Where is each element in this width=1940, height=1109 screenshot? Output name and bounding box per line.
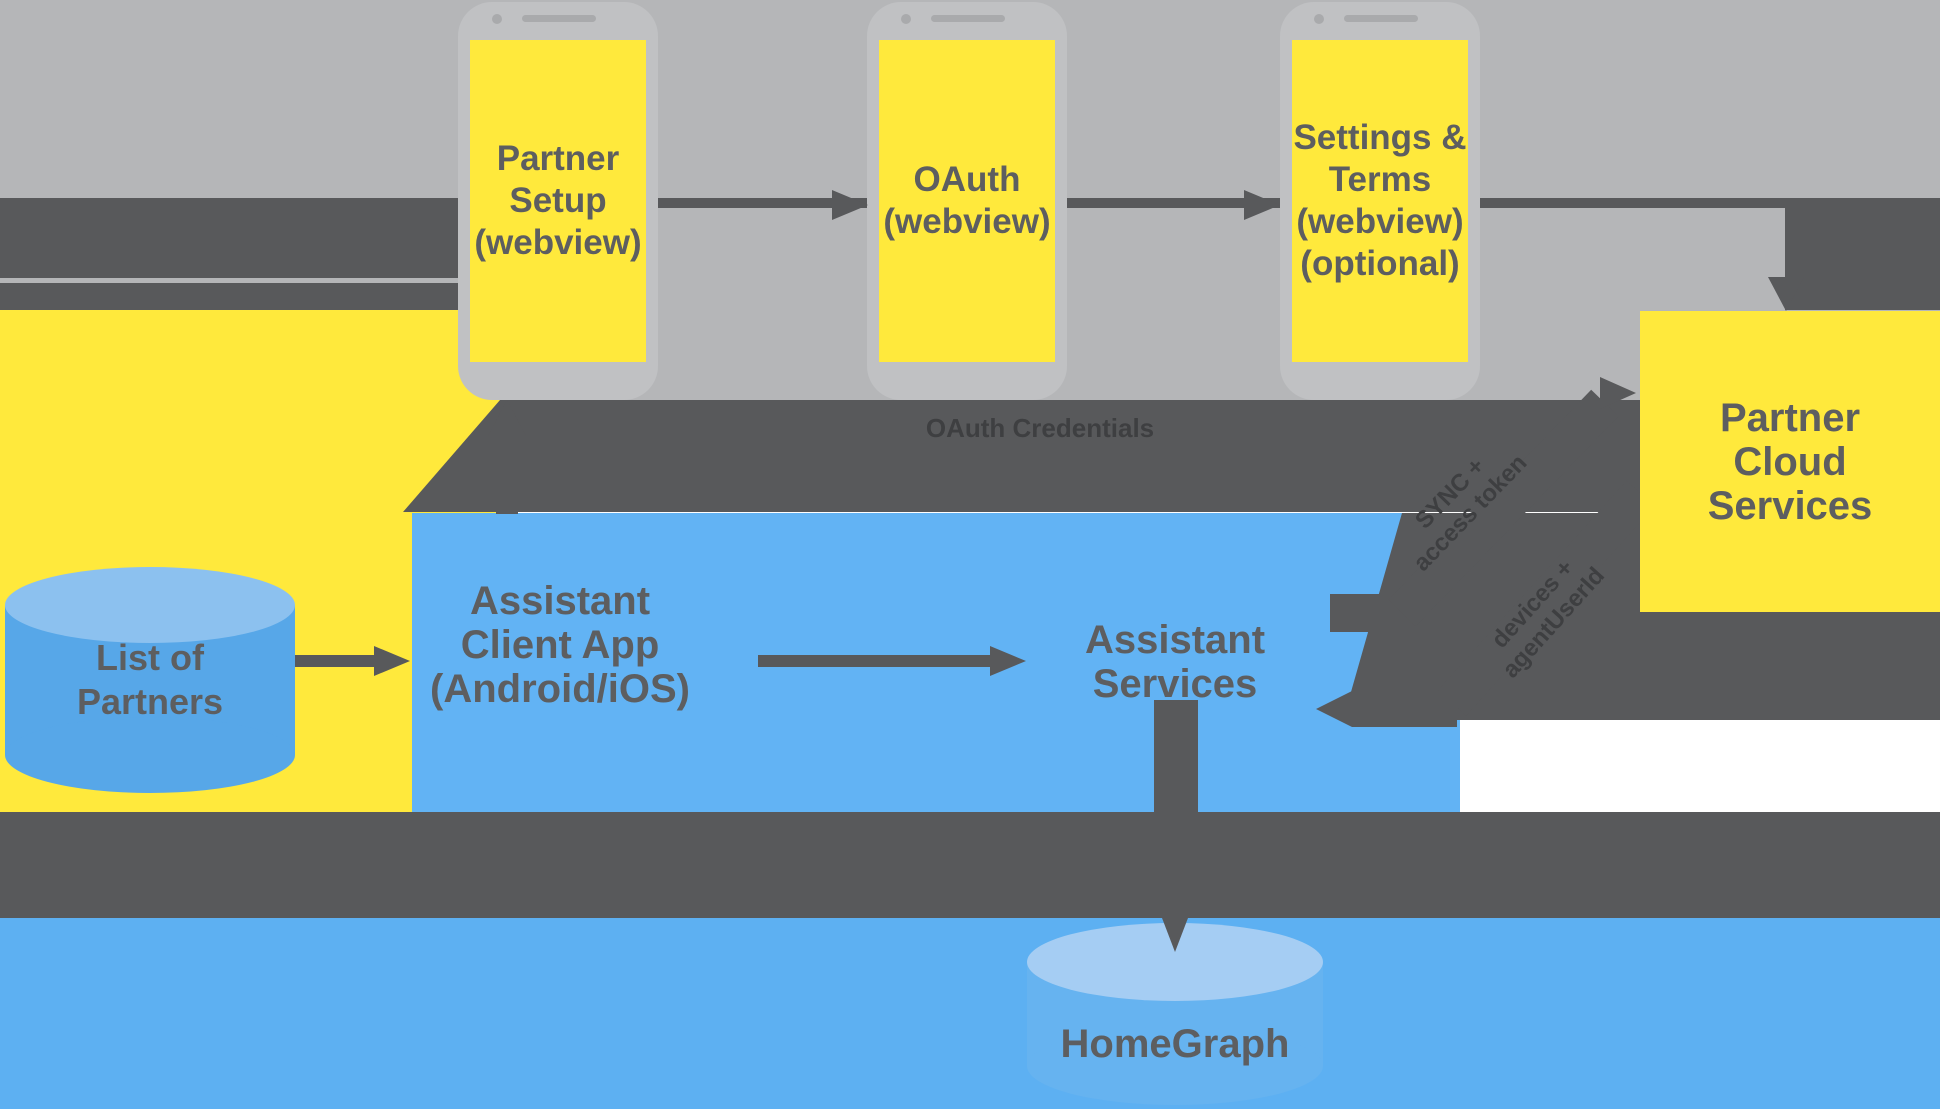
camera-icon	[492, 14, 502, 24]
partner-cloud-line2: Cloud	[1733, 439, 1847, 484]
partner-cloud-line3: Services	[1707, 483, 1873, 528]
partner-cloud-line1: Partner	[1719, 395, 1861, 440]
settings-terms-line3: (webview)	[1296, 202, 1464, 241]
assistant-client-line3: (Android/iOS)	[430, 667, 690, 711]
bottom-dark-band	[0, 812, 1940, 918]
phone-settings-terms: Settings & Terms (webview) (optional)	[1280, 2, 1480, 400]
settings-terms-line2: Terms	[1328, 160, 1432, 199]
down-arrow-into-partner-cloud	[1768, 277, 1804, 311]
list-of-partners-label[interactable]: List of Partners	[25, 632, 275, 728]
client-to-services-line	[758, 655, 990, 667]
oauth-credentials-ribbon	[403, 400, 1640, 512]
oauth-webview[interactable]: OAuth (webview)	[879, 40, 1055, 362]
partner-setup-line2: Setup	[509, 181, 607, 220]
homegraph-cylinder-bottom	[1027, 1027, 1323, 1105]
phone-partner-setup: Partner Setup (webview)	[458, 2, 658, 400]
partner-setup-line3: (webview)	[474, 223, 642, 262]
oauth-credentials-label: OAuth Credentials	[925, 413, 1155, 443]
services-to-homegraph-stem	[1154, 700, 1198, 812]
camera-icon	[901, 14, 911, 24]
assistant-client-line1: Assistant	[469, 579, 651, 623]
settings-terms-line4: (optional)	[1300, 244, 1460, 283]
homegraph-label[interactable]: HomeGraph	[1060, 1022, 1290, 1066]
down-arrow-into-homegraph	[1162, 918, 1188, 952]
up-arrow-into-partner-setup	[488, 400, 526, 436]
settings-terms-webview[interactable]: Settings & Terms (webview) (optional)	[1292, 40, 1468, 362]
assistant-services-label[interactable]: Assistant Services	[1045, 614, 1305, 710]
assistant-services-line1: Assistant	[1084, 618, 1266, 662]
list-of-partners-line2: Partners	[76, 681, 224, 722]
up-arrow-webview-stem	[496, 434, 518, 514]
list-to-client-line	[286, 655, 376, 667]
partner-cloud-services-box[interactable]: Partner Cloud Services	[1640, 311, 1940, 612]
speaker-icon	[522, 15, 596, 22]
partner-setup-webview[interactable]: Partner Setup (webview)	[470, 40, 646, 362]
list-of-partners-line1: List of	[96, 637, 204, 678]
partner-setup-line1: Partner	[496, 139, 620, 178]
left-inlet-pipe-upper	[0, 198, 458, 278]
sync-arrowhead	[1600, 377, 1636, 409]
arrow-setup-to-oauth	[832, 190, 868, 220]
devices-arrow-stub	[1352, 691, 1457, 727]
list-to-client-arrowhead	[374, 646, 410, 676]
devices-arrowhead	[1316, 691, 1352, 727]
settings-terms-line1: Settings &	[1293, 118, 1467, 157]
speaker-icon	[931, 15, 1005, 22]
left-inlet-pipe-lower	[0, 283, 458, 310]
right-corner-pipe-block	[1785, 198, 1940, 310]
list-of-partners-cylinder-bottom	[5, 717, 295, 793]
assistant-services-line2: Services	[1092, 662, 1258, 706]
client-to-services-arrowhead	[990, 646, 1026, 676]
oauth-line1: OAuth	[913, 160, 1021, 199]
arrow-oauth-to-settings	[1244, 190, 1280, 220]
camera-icon	[1314, 14, 1324, 24]
assistant-client-line2: Client App	[460, 623, 660, 667]
list-of-partners-cylinder-top	[5, 567, 295, 643]
phone-oauth: OAuth (webview)	[867, 2, 1067, 400]
bottom-blue-band	[0, 918, 1940, 1109]
oauth-line2: (webview)	[883, 202, 1051, 241]
assistant-client-app-label[interactable]: Assistant Client App (Android/iOS)	[420, 575, 700, 715]
speaker-icon	[1344, 15, 1418, 22]
